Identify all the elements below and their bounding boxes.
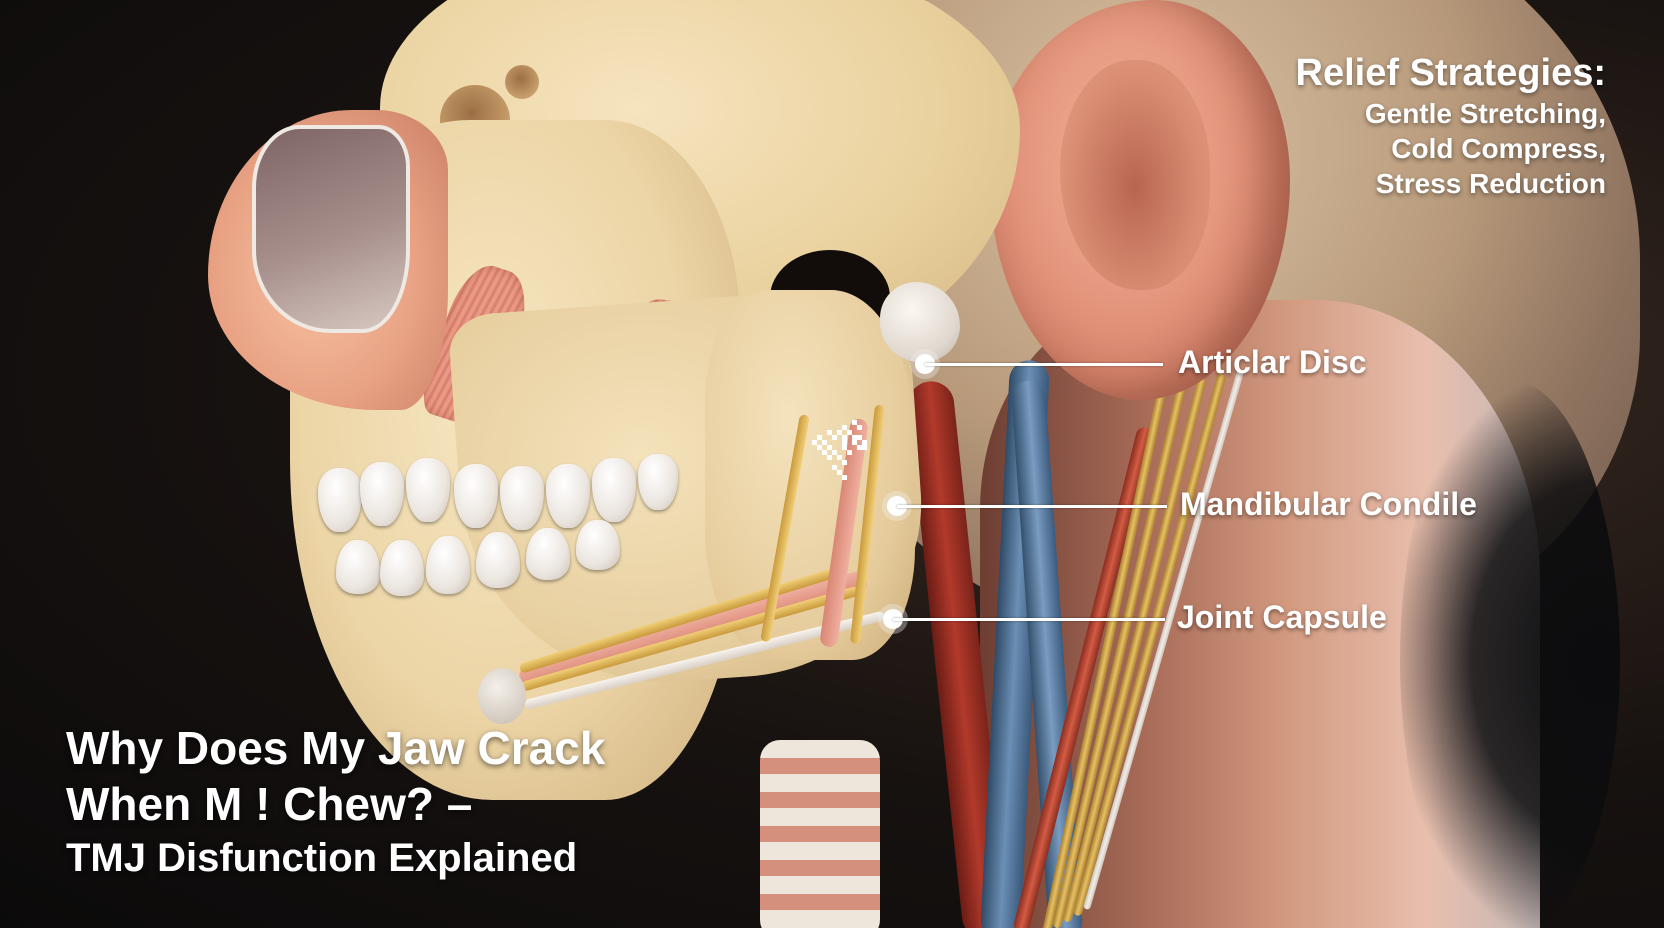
callout-label: Joint Capsule bbox=[1177, 599, 1387, 635]
tooth bbox=[360, 462, 404, 526]
condyle-head bbox=[880, 282, 960, 362]
tooth bbox=[426, 536, 470, 594]
tooth bbox=[454, 464, 498, 528]
tooth bbox=[476, 532, 520, 588]
relief-strategies-panel: Relief Strategies: Gentle Stretching, Co… bbox=[1296, 50, 1606, 201]
ear-canal bbox=[1060, 60, 1210, 290]
tooth bbox=[336, 540, 380, 594]
tooth bbox=[592, 458, 636, 522]
tooth bbox=[500, 466, 544, 530]
relief-item: Gentle Stretching, bbox=[1364, 98, 1606, 129]
nasal-cavity bbox=[252, 125, 410, 333]
sinus-hole bbox=[505, 65, 539, 99]
tooth bbox=[406, 458, 450, 522]
tooth bbox=[318, 468, 362, 532]
title-line-1: Why Does My Jaw Crack bbox=[66, 722, 606, 774]
pixel-crack-icon bbox=[812, 420, 867, 480]
title-subtitle: TMJ Disfunction Explained bbox=[66, 836, 578, 880]
relief-item: Stress Reduction bbox=[1375, 168, 1606, 199]
mental-process bbox=[478, 668, 526, 724]
neck-shadow bbox=[1400, 380, 1620, 928]
callout-label: Mandibular Condile bbox=[1180, 486, 1477, 522]
tooth bbox=[638, 454, 678, 510]
page-title: Why Does My Jaw Crack When M ! Chew? – T… bbox=[66, 720, 605, 884]
relief-item: Cold Compress, bbox=[1391, 133, 1606, 164]
title-line-2: When M ! Chew? – bbox=[66, 778, 473, 830]
callout-leader-line bbox=[893, 618, 1165, 621]
relief-heading: Relief Strategies: bbox=[1295, 52, 1606, 94]
tooth bbox=[546, 464, 590, 528]
tooth bbox=[380, 540, 424, 596]
callout-leader-line bbox=[925, 363, 1163, 366]
callout-leader-line bbox=[897, 505, 1167, 508]
tooth bbox=[526, 528, 570, 580]
tooth bbox=[576, 520, 620, 570]
trachea bbox=[760, 740, 880, 928]
callout-label: Articlar Disc bbox=[1178, 344, 1367, 380]
